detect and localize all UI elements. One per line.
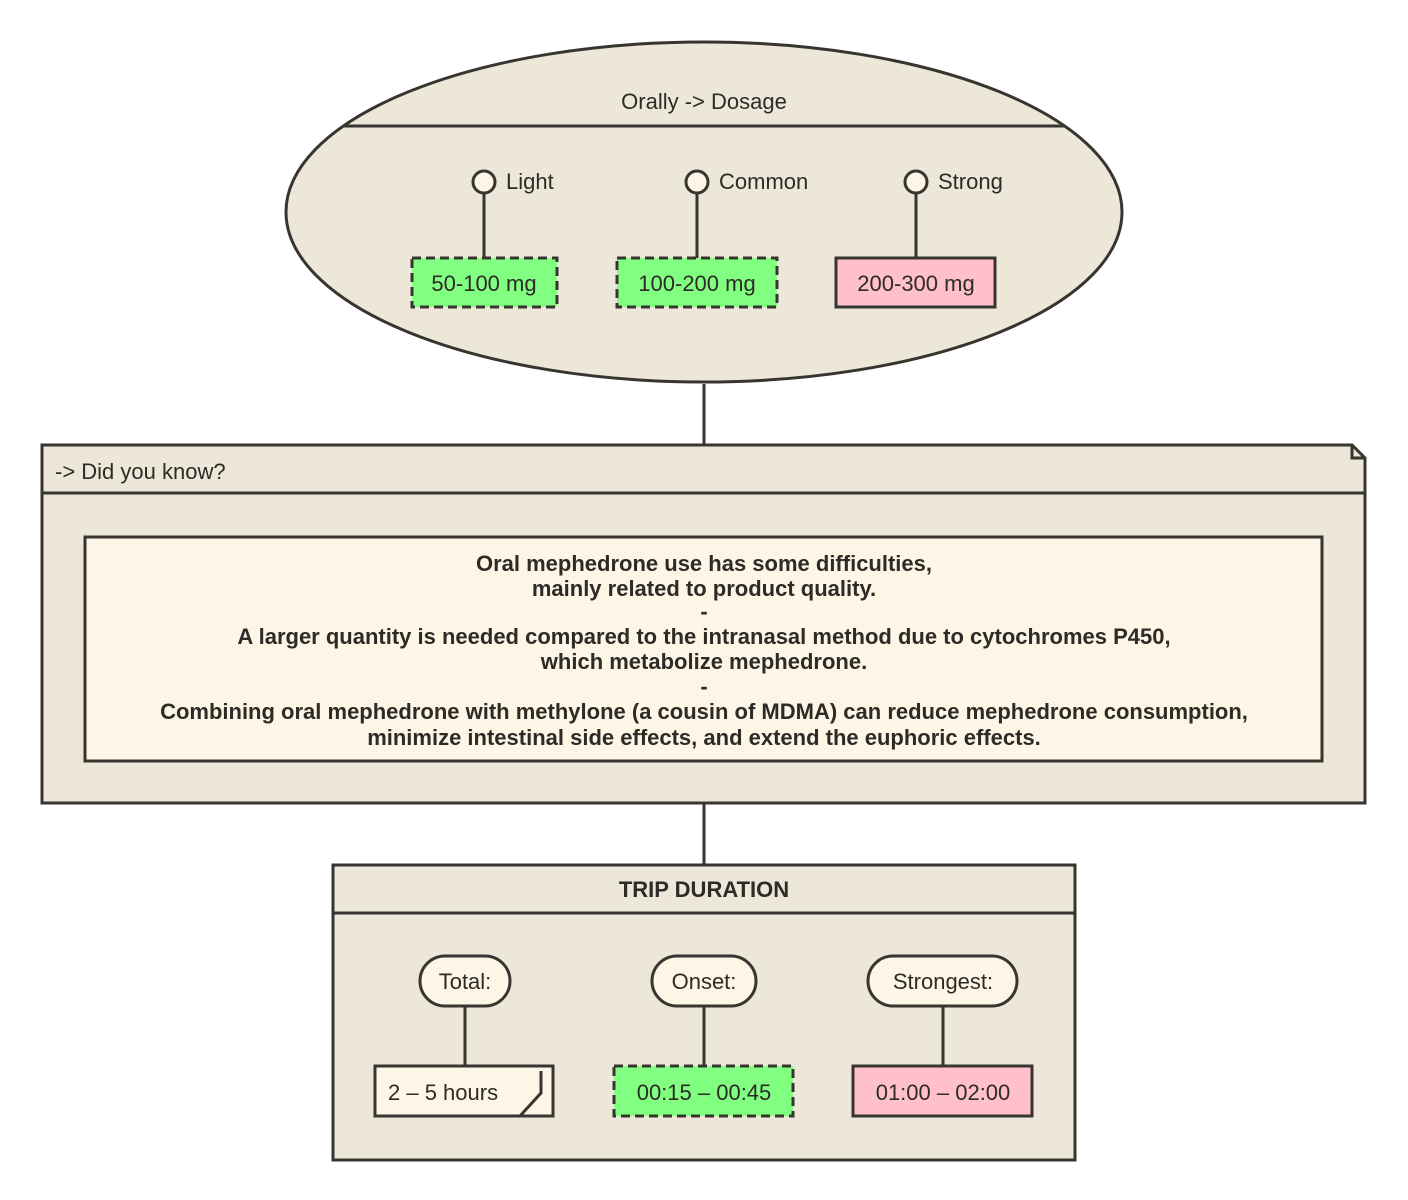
dosage-value: 200-300 mg <box>857 271 974 296</box>
note-line: which metabolize mephedrone. <box>540 649 867 674</box>
duration-label: Onset: <box>672 969 737 994</box>
dosage-label: Light <box>506 169 554 194</box>
dosage-ellipse: Orally -> Dosage Light 50-100 mg Common … <box>284 40 1124 384</box>
did-you-know-note: -> Did you know? Oral mephedrone use has… <box>40 443 1367 805</box>
duration-strongest: Strongest: 01:00 – 02:00 <box>851 954 1034 1118</box>
note-body-box <box>83 535 1324 763</box>
circle-icon <box>684 169 710 195</box>
note-line: Oral mephedrone use has some difficultie… <box>476 551 932 576</box>
duration-total: Total: 2 – 5 hours <box>373 954 555 1118</box>
duration-title: TRIP DURATION <box>619 877 789 902</box>
note-line: mainly related to product quality. <box>532 576 876 601</box>
dosage-light: Light 50-100 mg <box>410 169 559 309</box>
circle-icon <box>471 169 497 195</box>
duration-onset: Onset: 00:15 – 00:45 <box>612 954 795 1118</box>
note-line: Combining oral mephedrone with methylone… <box>160 699 1248 724</box>
note-line: - <box>700 674 707 699</box>
dosage-label: Strong <box>938 169 1003 194</box>
duration-value: 2 – 5 hours <box>388 1080 498 1105</box>
dosage-title: Orally -> Dosage <box>621 89 787 114</box>
dosage-value: 50-100 mg <box>431 271 536 296</box>
dosage-label: Common <box>719 169 808 194</box>
dosage-strong: Strong 200-300 mg <box>834 169 1003 309</box>
dosage-common: Common 100-200 mg <box>615 169 808 309</box>
trip-duration-box: TRIP DURATION Total: 2 – 5 hours Onset: … <box>331 863 1077 1162</box>
dosage-value: 100-200 mg <box>638 271 755 296</box>
note-line: A larger quantity is needed compared to … <box>237 624 1170 649</box>
note-line: minimize intestinal side effects, and ex… <box>367 725 1041 750</box>
note-header: -> Did you know? <box>55 459 226 484</box>
duration-label: Strongest: <box>893 969 993 994</box>
circle-icon <box>903 169 929 195</box>
note-line: - <box>700 599 707 624</box>
duration-value: 00:15 – 00:45 <box>637 1080 772 1105</box>
duration-value: 01:00 – 02:00 <box>876 1080 1011 1105</box>
duration-label: Total: <box>439 969 492 994</box>
